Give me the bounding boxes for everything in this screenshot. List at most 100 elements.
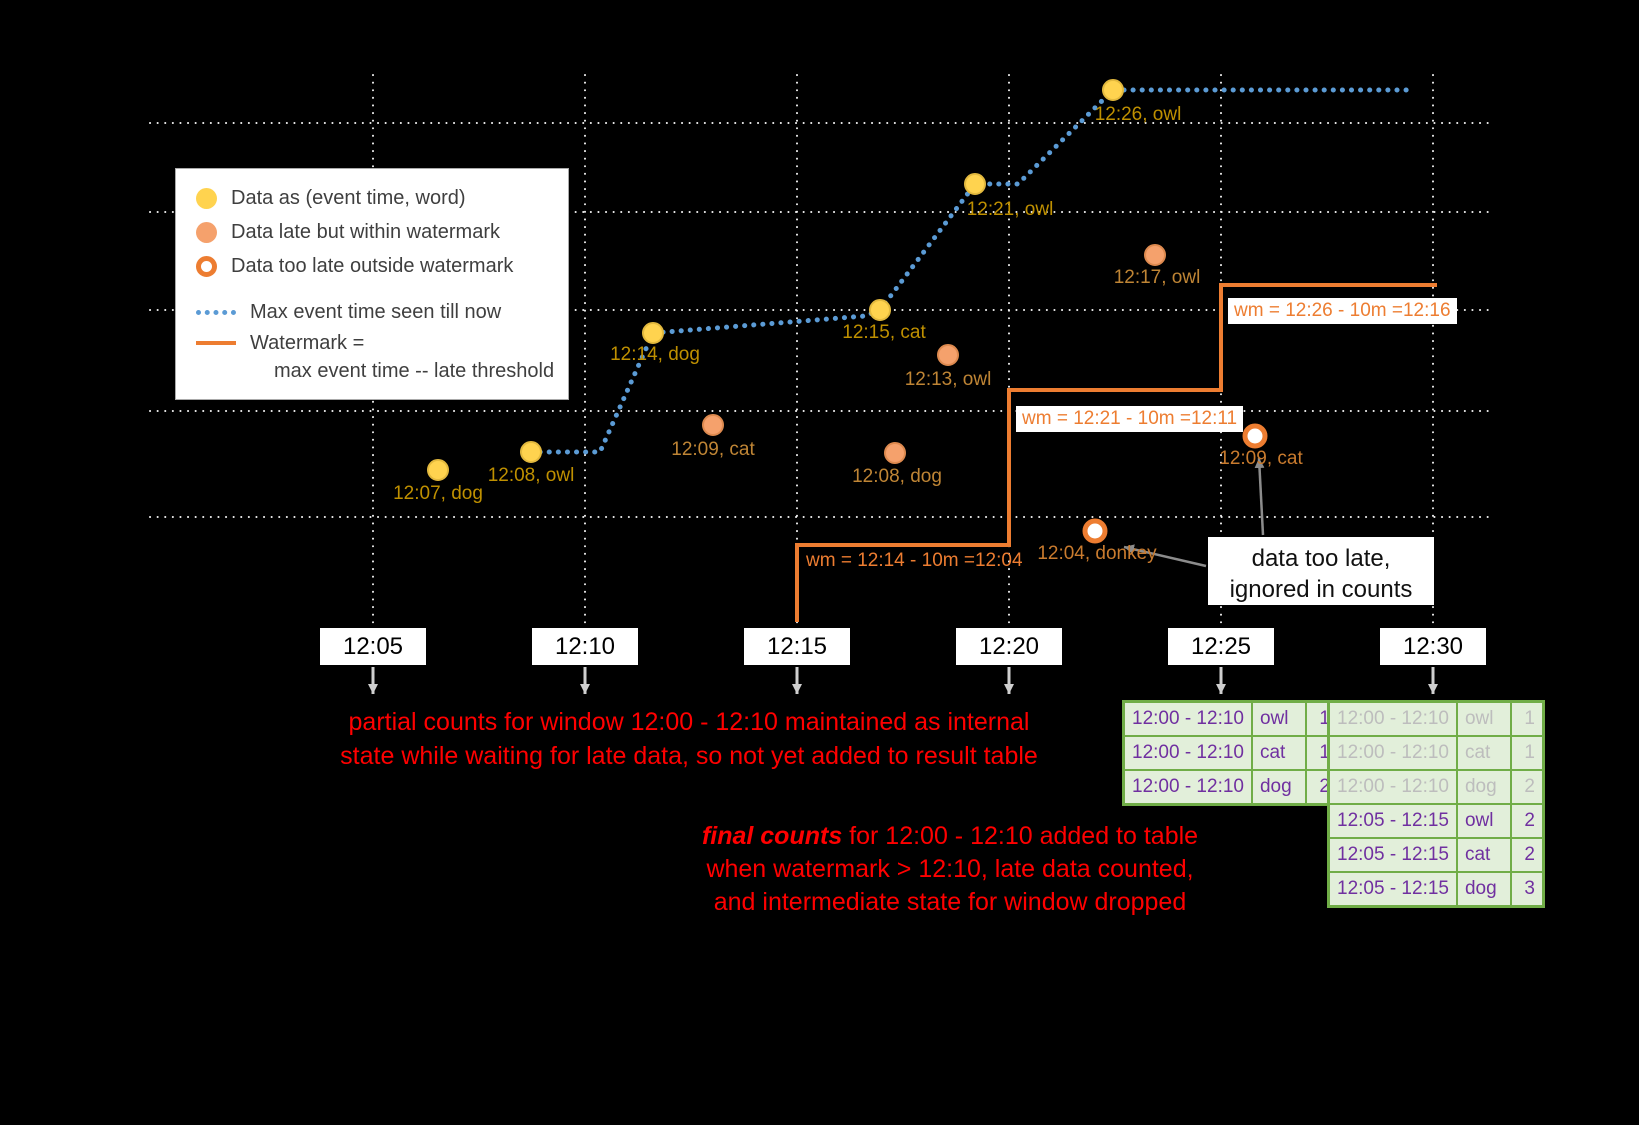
table-row-dropped: 12:00 - 12:10 cat 1 — [1327, 735, 1545, 771]
count-cell: 2 — [1509, 837, 1545, 873]
word-cell: dog — [1455, 871, 1512, 908]
final-counts-emphasis: final counts — [701, 822, 843, 850]
legend-watermark-line2: max event time -- late threshold — [274, 360, 555, 382]
table-row: 12:05 - 12:15 cat 2 — [1327, 837, 1545, 873]
solid-line-icon — [196, 341, 236, 345]
window-cell: 12:00 - 12:10 — [1122, 769, 1253, 806]
axis-tick-arrows — [368, 667, 1438, 694]
window-cell: 12:05 - 12:15 — [1327, 837, 1458, 873]
final-counts-line3: and intermediate state for window droppe… — [713, 888, 1187, 916]
table-row: 12:00 - 12:10 dog 2 — [1122, 769, 1340, 806]
word-cell: owl — [1250, 700, 1307, 737]
data-point-ontime — [869, 299, 891, 321]
window-cell: 12:05 - 12:15 — [1327, 871, 1458, 908]
data-point-label: 12:21, owl — [966, 199, 1054, 220]
gridlines — [149, 74, 1491, 629]
table-row: 12:05 - 12:15 owl 2 — [1327, 803, 1545, 839]
data-point-toolate — [1242, 423, 1268, 449]
window-cell: 12:00 - 12:10 — [1327, 735, 1458, 771]
legend-item-toolate: Data too late outside watermark — [196, 249, 568, 283]
window-cell: 12:05 - 12:15 — [1327, 803, 1458, 839]
data-point-label: 12:13, owl — [904, 369, 992, 390]
watermark-line — [795, 283, 1437, 622]
watermark-step-label: wm = 12:26 - 10m =12:16 — [1228, 298, 1457, 324]
late-dot-icon — [196, 221, 217, 243]
axis-tick-1225: 12:25 — [1168, 628, 1274, 665]
axis-tick-1210: 12:10 — [532, 628, 638, 665]
count-cell: 2 — [1509, 769, 1545, 805]
table-row: 12:00 - 12:10 owl 1 — [1122, 700, 1340, 737]
too-late-line1: data too late, — [1251, 545, 1391, 572]
legend-label: Max event time seen till now — [250, 300, 502, 323]
data-point-late — [884, 442, 906, 464]
toolate-ring-icon — [196, 255, 217, 277]
data-point-ontime — [1102, 79, 1124, 101]
data-point-late — [702, 414, 724, 436]
data-point-label: 12:09, cat — [671, 439, 755, 460]
data-point-toolate — [1082, 518, 1108, 544]
data-point-label: 12:15, cat — [842, 322, 926, 343]
data-point-label: 12:08, dog — [852, 466, 942, 487]
final-counts-line2: when watermark > 12:10, late data counte… — [706, 855, 1194, 883]
data-point-label: 12:14, dog — [610, 344, 700, 365]
partial-counts-line2: state while waiting for late data, so no… — [340, 742, 1038, 770]
partial-counts-note: partial counts for window 12:00 - 12:10 … — [328, 705, 1050, 773]
data-point-label: 12:08, owl — [487, 465, 575, 486]
word-cell: dog — [1455, 769, 1512, 805]
watermark-step-label: wm = 12:14 - 10m =12:04 — [806, 550, 1023, 571]
result-table-1230: 12:00 - 12:10 owl 1 12:00 - 12:10 cat 1 … — [1327, 700, 1545, 908]
axis-tick-1230: 12:30 — [1380, 628, 1486, 665]
legend-item-watermark: Watermark = max event time -- late thres… — [196, 329, 568, 385]
too-late-line2: ignored in counts — [1229, 576, 1413, 603]
axis-tick-1215: 12:15 — [744, 628, 850, 665]
word-cell: owl — [1455, 700, 1512, 737]
partial-counts-line1: partial counts for window 12:00 - 12:10 … — [348, 708, 1030, 736]
data-point-ontime — [642, 322, 664, 344]
window-cell: 12:00 - 12:10 — [1327, 769, 1458, 805]
legend-item-late: Data late but within watermark — [196, 215, 568, 249]
data-point-late — [1144, 244, 1166, 266]
legend-label: Data as (event time, word) — [231, 186, 466, 209]
axis-tick-1205: 12:05 — [320, 628, 426, 665]
watermark-step-label: wm = 12:21 - 10m =12:11 — [1016, 406, 1244, 432]
legend-label: Data late but within watermark — [231, 220, 501, 243]
legend-label: Data too late outside watermark — [231, 254, 514, 277]
legend-label: Watermark = max event time -- late thres… — [250, 329, 554, 385]
count-cell: 1 — [1509, 735, 1545, 771]
result-table-1225: 12:00 - 12:10 owl 1 12:00 - 12:10 cat 1 … — [1122, 700, 1340, 806]
data-point-label: 12:07, dog — [393, 483, 483, 504]
data-point-label: 12:09, cat — [1219, 448, 1303, 469]
table-row-dropped: 12:00 - 12:10 owl 1 — [1327, 700, 1545, 737]
window-cell: 12:00 - 12:10 — [1122, 700, 1253, 737]
table-row: 12:00 - 12:10 cat 1 — [1122, 735, 1340, 771]
data-point-label: 12:17, owl — [1113, 267, 1201, 288]
count-cell: 1 — [1509, 700, 1545, 737]
count-cell: 3 — [1509, 871, 1545, 908]
data-point-ontime — [964, 173, 986, 195]
max-event-time-line — [528, 87, 1418, 455]
legend-watermark-line1: Watermark = — [250, 332, 365, 354]
ontime-dot-icon — [196, 187, 217, 209]
word-cell: cat — [1455, 837, 1512, 873]
final-counts-line1: final counts for 12:00 - 12:10 added to … — [700, 820, 1200, 853]
data-point-ontime — [427, 459, 449, 481]
legend-item-max-event-time: Max event time seen till now — [196, 295, 568, 329]
word-cell: cat — [1455, 735, 1512, 771]
data-point-label: 12:04, donkey — [1037, 543, 1157, 564]
final-counts-rest: for 12:00 - 12:10 added to table — [842, 822, 1199, 850]
legend: Data as (event time, word) Data late but… — [175, 168, 569, 400]
table-row: 12:05 - 12:15 dog 3 — [1327, 871, 1545, 908]
word-cell: dog — [1250, 769, 1307, 806]
too-late-callout: data too late, ignored in counts — [1208, 537, 1434, 605]
too-late-annotation-arrows — [1123, 457, 1265, 568]
axis-tick-1220: 12:20 — [956, 628, 1062, 665]
word-cell: owl — [1455, 803, 1512, 839]
window-cell: 12:00 - 12:10 — [1327, 700, 1458, 737]
table-row-dropped: 12:00 - 12:10 dog 2 — [1327, 769, 1545, 805]
legend-item-ontime: Data as (event time, word) — [196, 181, 568, 215]
window-cell: 12:00 - 12:10 — [1122, 735, 1253, 771]
final-counts-note: final counts for 12:00 - 12:10 added to … — [700, 820, 1200, 919]
data-point-label: 12:26, owl — [1094, 104, 1182, 125]
count-cell: 2 — [1509, 803, 1545, 839]
